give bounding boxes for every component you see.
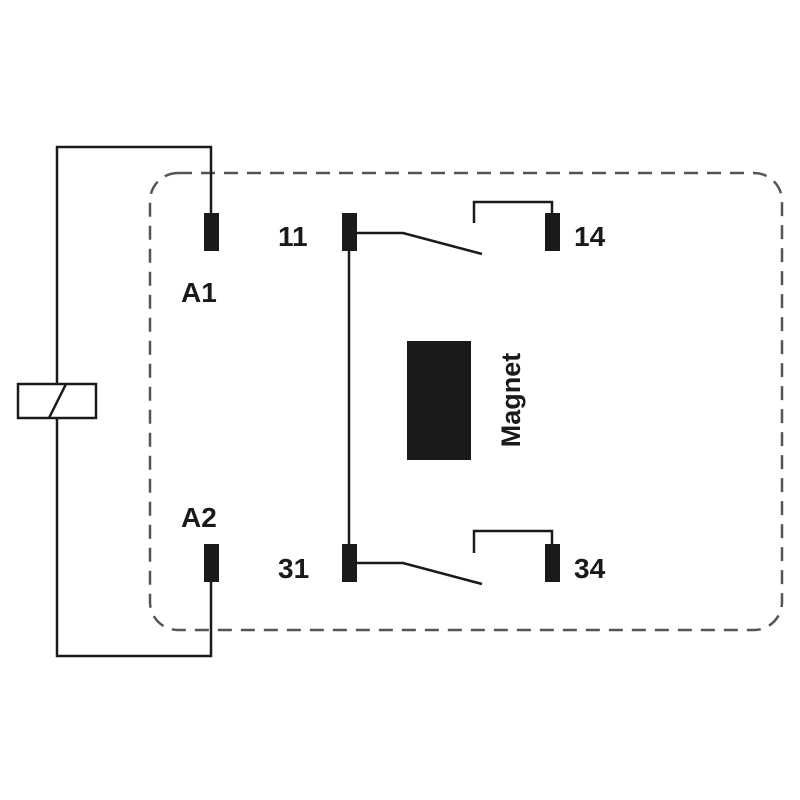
terminal-34-label: 34 bbox=[574, 553, 606, 584]
magnet-label: Magnet bbox=[496, 353, 526, 448]
terminal-14-pin bbox=[545, 213, 560, 251]
terminal-14-label: 14 bbox=[574, 221, 606, 252]
coil-wire-bottom bbox=[55, 418, 213, 658]
coil-symbol bbox=[16, 382, 98, 420]
magnet-block bbox=[407, 341, 471, 460]
contact-2-blade bbox=[357, 561, 483, 586]
terminal-a2-pin bbox=[204, 544, 219, 582]
terminal-31-label: 31 bbox=[278, 553, 309, 584]
terminal-11-pin bbox=[342, 213, 357, 251]
terminal-31-pin bbox=[342, 544, 357, 582]
terminal-a1-label: A1 bbox=[181, 277, 217, 308]
contact-1-blade bbox=[357, 231, 483, 256]
terminal-34-pin bbox=[545, 544, 560, 582]
contact-1-no-bracket bbox=[472, 200, 554, 223]
terminal-a1-pin bbox=[204, 213, 219, 251]
terminal-11-label: 11 bbox=[278, 221, 308, 252]
contact-2-no-bracket bbox=[472, 529, 554, 553]
relay-housing-outline bbox=[148, 171, 784, 632]
coil-wire-top bbox=[55, 145, 213, 384]
terminal-a2-label: A2 bbox=[181, 502, 217, 533]
